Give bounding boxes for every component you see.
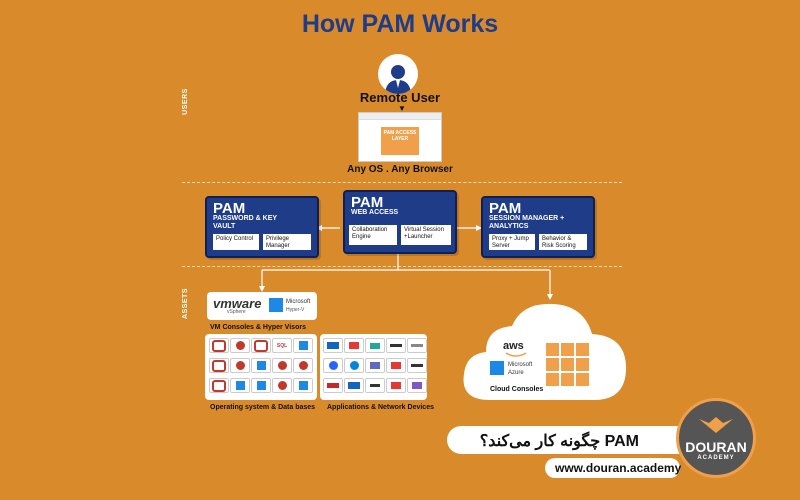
- grid-tiles-icon: [546, 343, 589, 386]
- card-web-access: PAM WEB ACCESS Collaboration Engine Virt…: [343, 190, 457, 254]
- card-web-collab: Collaboration Engine: [349, 225, 397, 245]
- microsoft-label: Microsoft: [286, 299, 311, 305]
- separator-assets: [182, 266, 622, 267]
- question-text: PAM چگونه کار می‌کند؟: [479, 433, 639, 450]
- pam-access-layer: PAM ACCESS LAYER: [381, 127, 419, 155]
- hyperv-label: Hyper-V: [286, 307, 305, 313]
- aws-logo: aws: [503, 340, 524, 352]
- card-vault-policy: Policy Control: [213, 234, 259, 250]
- aws-smile-icon: [505, 352, 527, 357]
- url-banner: www.douran.academy: [545, 458, 682, 478]
- any-os-label: Any OS . Any Browser: [347, 164, 453, 175]
- vm-consoles-label: VM Consoles & Hyper Visors: [210, 324, 306, 331]
- website-url: www.douran.academy: [555, 461, 682, 475]
- card-vault-title: PAM: [213, 200, 246, 217]
- cloud-icon: [463, 303, 626, 400]
- card-web-subtitle: WEB ACCESS: [351, 209, 399, 216]
- card-vault-subtitle: PASSWORD & KEY VAULT: [213, 215, 277, 230]
- card-session-subtitle: SESSION MANAGER + ANALYTICS: [489, 215, 565, 230]
- card-web-virtual: Virtual Session +Launcher: [401, 225, 451, 245]
- azure-windows-icon: [490, 361, 504, 375]
- remote-user-label: Remote User: [359, 90, 441, 105]
- cloud-consoles-label: Cloud Consoles: [490, 386, 544, 393]
- logo-text-main: DOURAN: [685, 439, 747, 455]
- apps-panel: [320, 334, 427, 400]
- logo-text-sub: ACADEMY: [697, 455, 735, 461]
- card-session-proxy: Proxy + Jump Server: [489, 234, 535, 250]
- douran-logo: DOURAN ACADEMY: [676, 398, 756, 478]
- card-password-vault: PAM PASSWORD & KEY VAULT Policy Control …: [205, 196, 319, 258]
- page-title: How PAM Works: [301, 10, 499, 38]
- os-databases-label: Operating system & Data bases: [210, 404, 316, 411]
- card-session-behavior: Behavior & Risk Scoring: [539, 234, 587, 250]
- arrow-down-icon: ▼: [398, 104, 406, 113]
- os-panel: SQL: [205, 334, 317, 400]
- card-vault-privilege: Privilege Manager: [263, 234, 311, 250]
- card-session-title: PAM: [489, 200, 522, 217]
- separator-users: [182, 182, 622, 183]
- apps-network-label: Applications & Network Devices: [327, 404, 434, 411]
- vsphere-label: vSphere: [227, 309, 246, 315]
- question-banner: PAM چگونه کار می‌کند؟: [447, 426, 699, 454]
- vm-panel: vmware vSphere Microsoft Hyper-V: [207, 292, 317, 320]
- logo-emblem-icon: [699, 417, 733, 433]
- vmware-logo: vmware: [213, 296, 262, 311]
- azure-label-1: Microsoft: [508, 362, 533, 368]
- card-session-manager: PAM SESSION MANAGER + ANALYTICS Proxy + …: [481, 196, 595, 258]
- azure-label-2: Azure: [508, 370, 524, 376]
- browser-window: PAM ACCESS LAYER: [358, 112, 442, 162]
- card-web-title: PAM: [351, 194, 384, 211]
- user-avatar-icon: [378, 54, 418, 94]
- windows-logo-icon: [269, 298, 283, 312]
